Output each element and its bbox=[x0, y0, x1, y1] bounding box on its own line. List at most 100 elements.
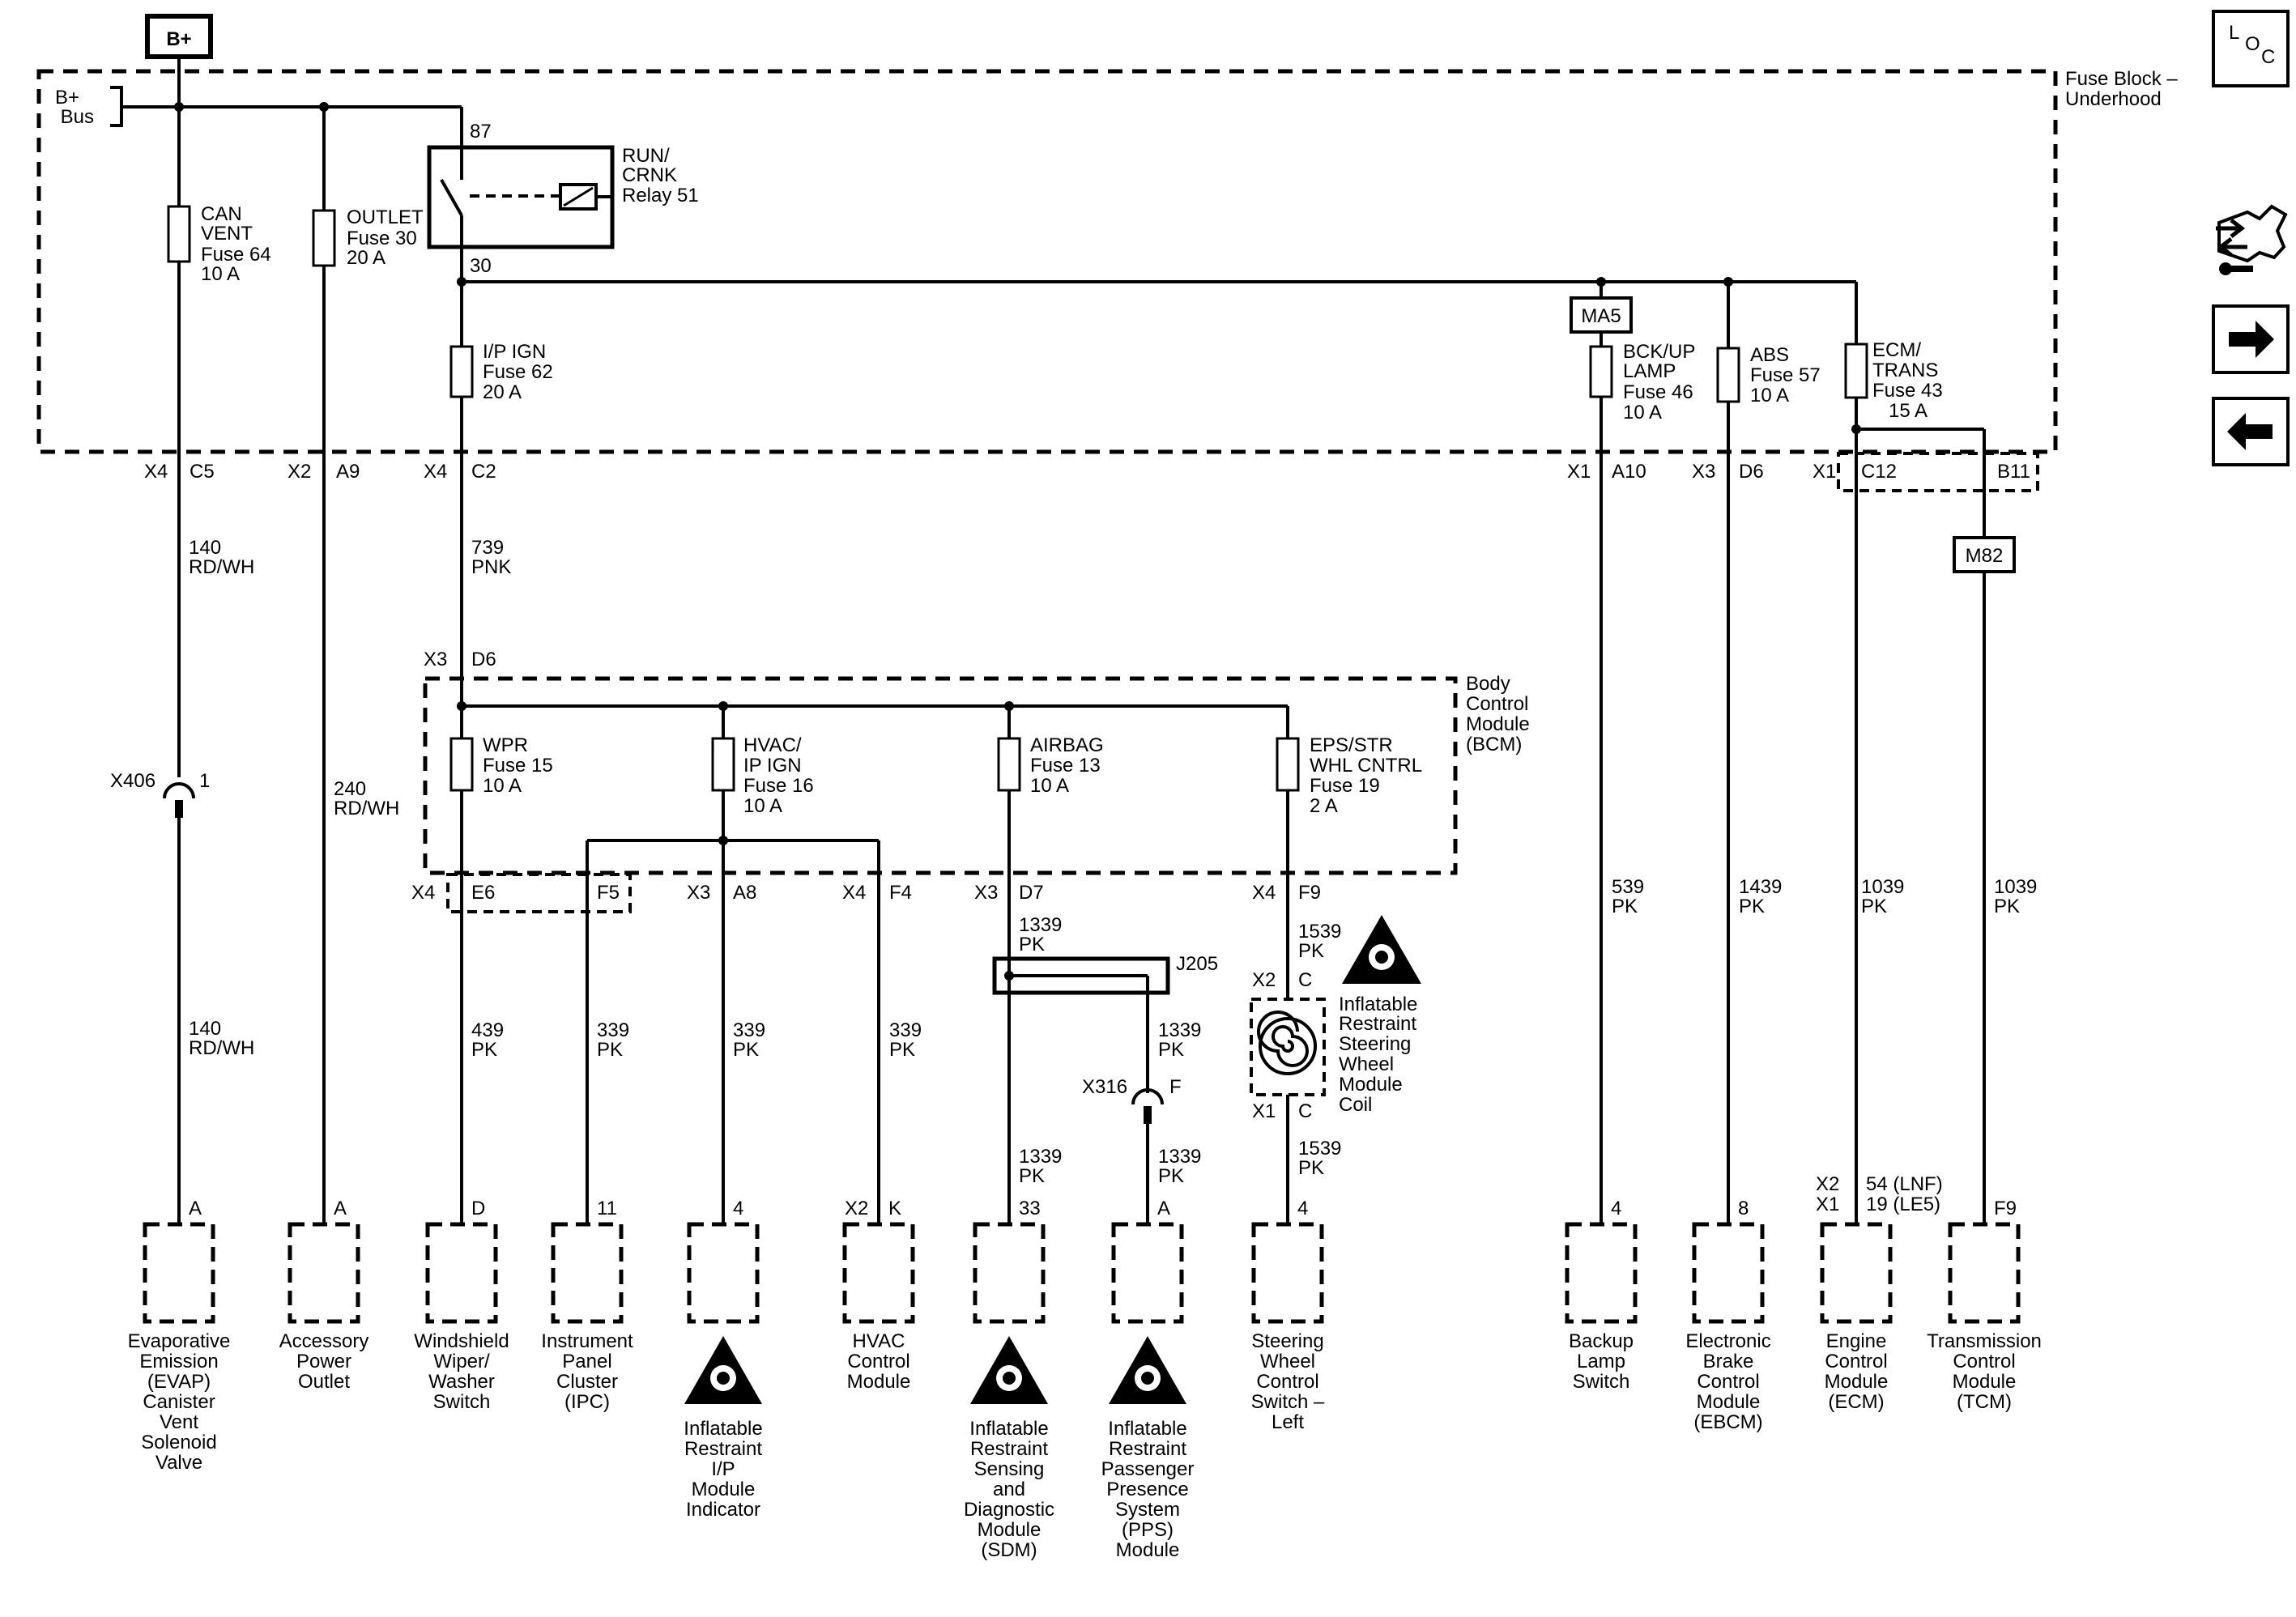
ecm-fuse-label-3: Fuse 43 bbox=[1872, 380, 1943, 402]
component-pin: 4 bbox=[1611, 1198, 1621, 1219]
airbag-warning-icon bbox=[1342, 915, 1421, 984]
fb-pin-1: A9 bbox=[336, 461, 360, 483]
component-label: Inflatable bbox=[1108, 1418, 1186, 1440]
x406-pin: 1 bbox=[199, 770, 210, 792]
wire-339a-num: 339 bbox=[597, 1019, 629, 1041]
connector-end-view-icon[interactable] bbox=[2216, 204, 2288, 275]
coil-label-6: Coil bbox=[1339, 1094, 1372, 1116]
bcm-pin-2: A8 bbox=[733, 882, 756, 904]
airbag-warning-icon bbox=[1109, 1336, 1186, 1404]
coil-top-pin: C bbox=[1298, 969, 1312, 991]
abs-fuse-label-3: 10 A bbox=[1750, 385, 1789, 406]
coil-label-2: Restraint bbox=[1339, 1013, 1416, 1035]
fb-pin-3: A10 bbox=[1612, 461, 1646, 483]
wire-140-color-a: RD/WH bbox=[189, 556, 254, 578]
component-pin: A bbox=[334, 1198, 347, 1219]
component-pin: K bbox=[888, 1198, 901, 1219]
fb-pin-conn-5: X1 bbox=[1813, 461, 1836, 483]
wire-339b-num: 339 bbox=[733, 1019, 765, 1041]
fb-pin-4: D6 bbox=[1739, 461, 1764, 483]
wire-739-num: 739 bbox=[471, 537, 504, 559]
abs-fuse bbox=[1716, 347, 1740, 403]
wire-140-color-b: RD/WH bbox=[189, 1037, 254, 1059]
bcm-label-4: (BCM) bbox=[1466, 734, 1522, 755]
component-box bbox=[425, 1222, 498, 1324]
coil-label-5: Module bbox=[1339, 1074, 1403, 1096]
bcm-pin-0: E6 bbox=[471, 882, 495, 904]
eps-fuse-label-4: 2 A bbox=[1310, 795, 1338, 817]
component-box bbox=[973, 1222, 1046, 1324]
bcm-pin-conn-2: X3 bbox=[687, 882, 710, 904]
wire-1039b-num: 1039 bbox=[1994, 876, 2037, 898]
component-label: Control bbox=[1825, 1351, 1887, 1372]
component-label: Windshield bbox=[414, 1330, 509, 1352]
bcm-outline bbox=[423, 676, 1458, 875]
bus-label-2: Bus bbox=[61, 106, 94, 128]
wire-1539a-color: PK bbox=[1298, 940, 1324, 962]
bcm-label-2: Control bbox=[1466, 693, 1528, 715]
airbag-fuse-label-3: 10 A bbox=[1030, 775, 1069, 797]
component-label: (IPC) bbox=[564, 1391, 610, 1413]
component-0[interactable]: AEvaporativeEmission(EVAP)CanisterVentSo… bbox=[128, 1198, 231, 1474]
wire-739-color: PNK bbox=[471, 556, 511, 578]
loc-icon[interactable] bbox=[2212, 10, 2290, 87]
wire-1339a-color: PK bbox=[1019, 934, 1045, 955]
wire-1339b-color: PK bbox=[1158, 1039, 1184, 1061]
bcm-label-1: Body bbox=[1466, 673, 1510, 695]
component-label: Solenoid bbox=[141, 1432, 216, 1453]
components-layer: AEvaporativeEmission(EVAP)CanisterVentSo… bbox=[128, 1173, 2042, 1561]
component-label: Switch – bbox=[1251, 1391, 1325, 1413]
component-pin: A bbox=[1157, 1198, 1170, 1219]
bcm-pin-conn-3: X4 bbox=[842, 882, 866, 904]
bcm-in-conn: X3 bbox=[424, 649, 447, 670]
component-label: Sensing bbox=[974, 1458, 1045, 1480]
wire-339a-color: PK bbox=[597, 1039, 623, 1061]
component-6[interactable]: 33InflatableRestraintSensingandDiagnosti… bbox=[964, 1198, 1054, 1561]
can-vent-fuse bbox=[167, 205, 191, 263]
component-box bbox=[1251, 1222, 1324, 1324]
bcm-label-3: Module bbox=[1466, 713, 1530, 735]
j205-splice-pack bbox=[992, 956, 1170, 995]
wire-240-num: 240 bbox=[334, 778, 366, 800]
component-label: Restraint bbox=[970, 1438, 1048, 1460]
relay-label-3: Relay 51 bbox=[622, 185, 699, 206]
j205-label: J205 bbox=[1176, 953, 1218, 975]
component-pin: D bbox=[471, 1198, 485, 1219]
eps-str-fuse bbox=[1276, 737, 1300, 792]
fb-pin-conn-1: X2 bbox=[288, 461, 311, 483]
airbag-warning-icon bbox=[970, 1336, 1048, 1404]
wire-1039a-color: PK bbox=[1861, 896, 1887, 917]
component-box bbox=[288, 1222, 360, 1324]
wire-1439-num: 1439 bbox=[1739, 876, 1782, 898]
wire-1039a-num: 1039 bbox=[1861, 876, 1904, 898]
bcm-pin-3: F4 bbox=[889, 882, 912, 904]
component-label: Engine bbox=[1826, 1330, 1887, 1352]
c12-b11-connector bbox=[1837, 452, 2039, 492]
e6-f5-connector bbox=[446, 873, 632, 913]
component-label: Module bbox=[978, 1519, 1042, 1541]
coil-label-4: Wheel bbox=[1339, 1053, 1394, 1075]
b-plus-label: B+ bbox=[166, 28, 191, 50]
x406-name: X406 bbox=[110, 770, 155, 792]
bckup-fuse-label-2: LAMP bbox=[1623, 360, 1676, 382]
component-7[interactable]: AInflatableRestraintPassengerPresenceSys… bbox=[1101, 1198, 1195, 1561]
x316-name: X316 bbox=[1082, 1076, 1127, 1098]
component-label: Module bbox=[1953, 1371, 2017, 1393]
airbag-warning-icon bbox=[684, 1336, 762, 1404]
bcm-pin-conn-0: X4 bbox=[411, 882, 435, 904]
ecm-fuse-label-4: 15 A bbox=[1889, 400, 1928, 422]
relay-pin-30: 30 bbox=[470, 255, 492, 277]
ecm-fuse-label-2: TRANS bbox=[1872, 360, 1938, 381]
component-label: Passenger bbox=[1101, 1458, 1195, 1480]
component-pin: 33 bbox=[1019, 1198, 1041, 1219]
